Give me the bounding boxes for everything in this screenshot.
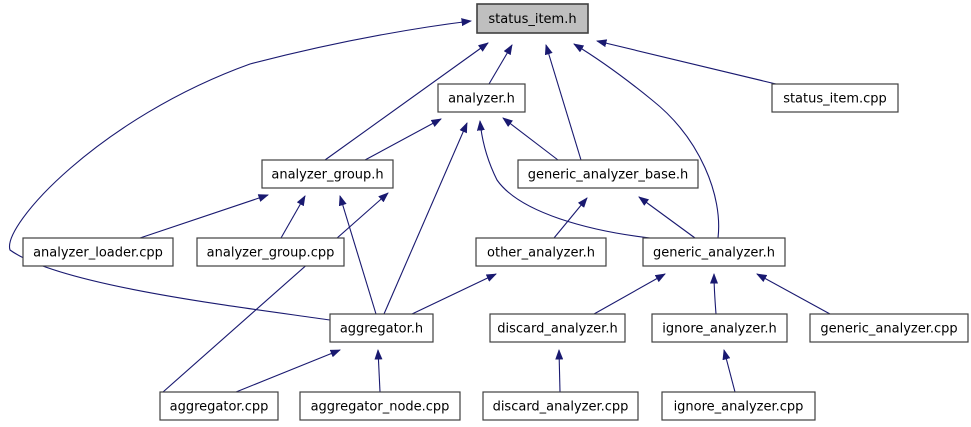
- edge-analyzer_group_h-to-status_item_h: [324, 42, 489, 161]
- node-box-aggregator_node_cpp[interactable]: [299, 391, 461, 421]
- node-other_analyzer_h[interactable]: other_analyzer.h: [475, 237, 607, 267]
- node-label-analyzer_group_cpp: analyzer_group.cpp: [207, 246, 335, 261]
- node-box-analyzer_h[interactable]: [437, 83, 526, 113]
- node-box-analyzer_loader_cpp[interactable]: [22, 237, 174, 267]
- edge-analyzer_group_cpp-to-analyzer_group_h: [280, 195, 306, 239]
- node-analyzer_group_cpp[interactable]: analyzer_group.cpp: [196, 237, 345, 267]
- node-box-ignore_analyzer_h[interactable]: [651, 313, 788, 343]
- node-label-generic_analyzer_cpp: generic_analyzer.cpp: [820, 322, 957, 337]
- node-label-ignore_analyzer_h: ignore_analyzer.h: [662, 322, 776, 337]
- node-box-generic_analyzer_cpp[interactable]: [809, 313, 969, 343]
- node-label-analyzer_group_h: analyzer_group.h: [271, 168, 383, 183]
- node-label-discard_analyzer_h: discard_analyzer.h: [497, 322, 617, 337]
- node-label-status_item_h: status_item.h: [488, 12, 576, 27]
- node-box-ignore_analyzer_cpp[interactable]: [661, 391, 816, 421]
- edge-discard_analyzer_h-to-generic_analyzer_h: [593, 273, 666, 315]
- node-label-aggregator_h: aggregator.h: [340, 322, 423, 337]
- node-generic_analyzer_cpp[interactable]: generic_analyzer.cpp: [809, 313, 969, 343]
- node-label-generic_analyzer_h: generic_analyzer.h: [653, 246, 775, 261]
- node-box-aggregator_cpp[interactable]: [159, 391, 279, 421]
- node-label-discard_analyzer_cpp: discard_analyzer.cpp: [493, 400, 629, 415]
- edge-aggregator_h-to-status_item_h: [9, 18, 472, 321]
- node-status_item_h[interactable]: status_item.h: [476, 3, 589, 34]
- edge-aggregator_cpp-to-analyzer_group_h: [162, 192, 389, 393]
- node-label-aggregator_cpp: aggregator.cpp: [170, 400, 269, 415]
- node-label-generic_analyzer_base_h: generic_analyzer_base.h: [528, 168, 689, 183]
- node-generic_analyzer_base_h[interactable]: generic_analyzer_base.h: [517, 159, 699, 189]
- node-status_item_cpp[interactable]: status_item.cpp: [771, 83, 899, 113]
- edge-generic_analyzer_base_h-to-status_item_h: [544, 44, 582, 161]
- node-analyzer_h[interactable]: analyzer.h: [437, 83, 526, 113]
- node-generic_analyzer_h[interactable]: generic_analyzer.h: [642, 237, 786, 267]
- edge-generic_analyzer_h-to-generic_analyzer_base_h: [638, 196, 696, 239]
- node-box-discard_analyzer_cpp[interactable]: [482, 391, 639, 421]
- node-discard_analyzer_cpp[interactable]: discard_analyzer.cpp: [482, 391, 639, 421]
- edge-aggregator_h-to-analyzer_group_h: [338, 195, 377, 315]
- node-box-discard_analyzer_h[interactable]: [489, 313, 626, 343]
- node-ignore_analyzer_cpp[interactable]: ignore_analyzer.cpp: [661, 391, 816, 421]
- node-box-status_item_cpp[interactable]: [771, 83, 899, 113]
- node-aggregator_cpp[interactable]: aggregator.cpp: [159, 391, 279, 421]
- edge-generic_analyzer_h-to-analyzer_h: [476, 120, 651, 239]
- node-discard_analyzer_h[interactable]: discard_analyzer.h: [489, 313, 626, 343]
- node-ignore_analyzer_h[interactable]: ignore_analyzer.h: [651, 313, 788, 343]
- edge-other_analyzer_h-to-generic_analyzer_base_h: [553, 197, 588, 239]
- edge-aggregator_h-to-analyzer_h: [383, 122, 468, 315]
- edge-aggregator_node_cpp-to-aggregator_h: [374, 349, 383, 393]
- node-box-aggregator_h[interactable]: [329, 313, 434, 343]
- edge-analyzer_loader_cpp-to-analyzer_group_h: [139, 194, 269, 239]
- node-label-analyzer_h: analyzer.h: [448, 92, 515, 107]
- node-analyzer_loader_cpp[interactable]: analyzer_loader.cpp: [22, 237, 174, 267]
- edge-aggregator_cpp-to-aggregator_h: [235, 349, 341, 393]
- edge-analyzer_h-to-status_item_h: [488, 44, 513, 85]
- edge-discard_analyzer_cpp-to-discard_analyzer_h: [555, 349, 564, 393]
- edge-ignore_analyzer_h-to-generic_analyzer_h: [710, 273, 719, 315]
- node-analyzer_group_h[interactable]: analyzer_group.h: [261, 159, 394, 189]
- edge-generic_analyzer_base_h-to-analyzer_h: [502, 117, 559, 161]
- edge-status_item_cpp-to-status_item_h: [596, 39, 777, 85]
- node-box-generic_analyzer_h[interactable]: [642, 237, 786, 267]
- node-aggregator_h[interactable]: aggregator.h: [329, 313, 434, 343]
- node-box-status_item_h[interactable]: [476, 3, 589, 34]
- node-aggregator_node_cpp[interactable]: aggregator_node.cpp: [299, 391, 461, 421]
- node-box-analyzer_group_h[interactable]: [261, 159, 394, 189]
- edge-generic_analyzer_cpp-to-generic_analyzer_h: [756, 273, 831, 315]
- edges-layer: [9, 18, 831, 393]
- edge-ignore_analyzer_cpp-to-ignore_analyzer_h: [722, 349, 736, 393]
- node-box-analyzer_group_cpp[interactable]: [196, 237, 345, 267]
- node-label-other_analyzer_h: other_analyzer.h: [487, 246, 595, 261]
- node-label-aggregator_node_cpp: aggregator_node.cpp: [311, 400, 450, 415]
- edge-analyzer_group_h-to-analyzer_h: [364, 118, 442, 161]
- node-box-other_analyzer_h[interactable]: [475, 237, 607, 267]
- node-label-analyzer_loader_cpp: analyzer_loader.cpp: [33, 246, 163, 261]
- edge-generic_analyzer_h-to-status_item_h: [573, 43, 720, 239]
- edge-aggregator_h-to-other_analyzer_h: [411, 273, 497, 315]
- node-label-status_item_cpp: status_item.cpp: [783, 92, 887, 107]
- node-box-generic_analyzer_base_h[interactable]: [517, 159, 699, 189]
- node-label-ignore_analyzer_cpp: ignore_analyzer.cpp: [674, 400, 804, 415]
